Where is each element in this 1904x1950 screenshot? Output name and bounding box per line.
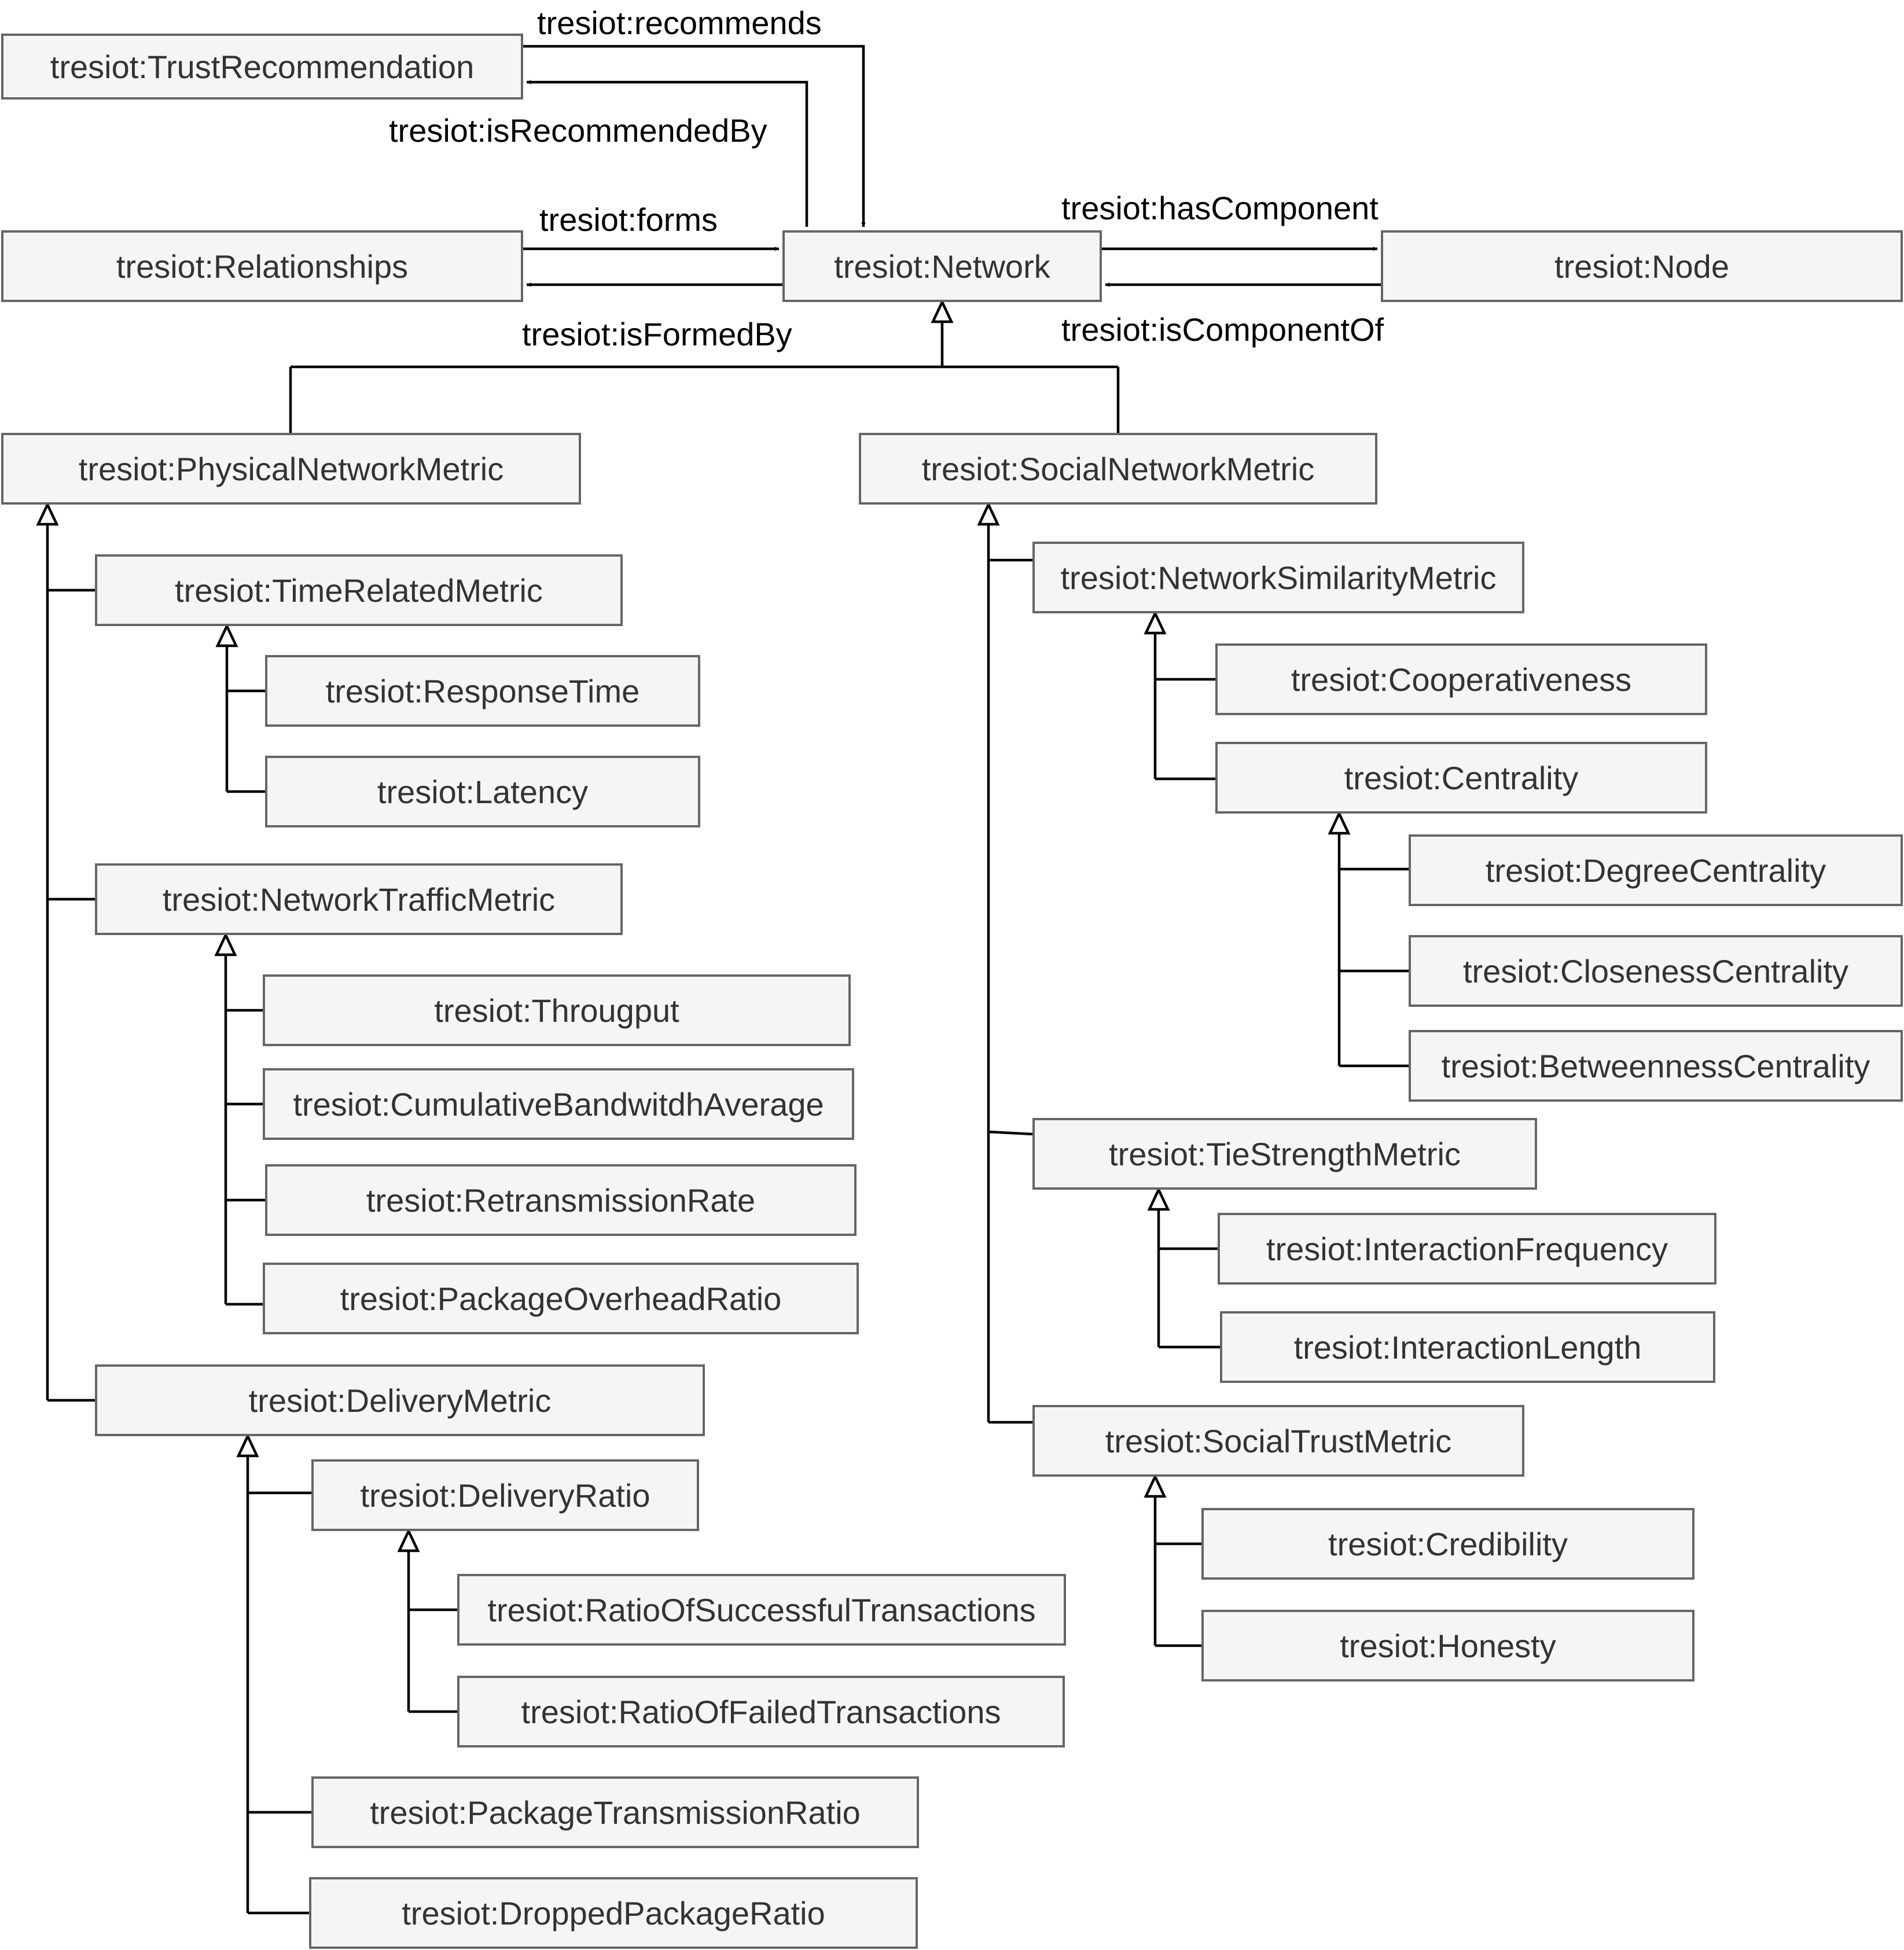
- arrow-is-recommended-by: [527, 80, 808, 227]
- class-retransmission-rate: tresiot:RetransmissionRate: [265, 1164, 857, 1236]
- class-network: tresiot:Network: [782, 230, 1102, 302]
- class-social-trust-metric: tresiot:SocialTrustMetric: [1032, 1405, 1524, 1477]
- class-honesty: tresiot:Honesty: [1201, 1610, 1695, 1682]
- class-time-related-metric: tresiot:TimeRelatedMetric: [95, 554, 623, 626]
- inheritance-triangle: [1147, 1186, 1170, 1211]
- inheritance-triangle: [1144, 1473, 1167, 1498]
- inheritance-triangle: [977, 501, 1000, 526]
- inheritance-triangle: [1144, 610, 1167, 635]
- class-latency: tresiot:Latency: [265, 756, 700, 827]
- inheritance-triangle: [214, 932, 237, 956]
- class-trust-recommendation: tresiot:TrustRecommendation: [1, 34, 523, 100]
- inheritance-triangle: [397, 1528, 420, 1552]
- class-centrality: tresiot:Centrality: [1215, 742, 1707, 814]
- class-response-time: tresiot:ResponseTime: [265, 655, 700, 727]
- class-ratio-of-successful-transactions: tresiot:RatioOfSuccessfulTransactions: [457, 1574, 1066, 1646]
- class-tie-strength-metric: tresiot:TieStrengthMetric: [1032, 1118, 1537, 1190]
- label-is-formed-by: tresiot:isFormedBy: [522, 316, 792, 352]
- class-relationships: tresiot:Relationships: [1, 230, 523, 302]
- class-delivery-metric: tresiot:DeliveryMetric: [95, 1364, 705, 1436]
- connector-line: [988, 1130, 1033, 1136]
- class-package-transmission-ratio: tresiot:PackageTransmissionRatio: [311, 1776, 919, 1848]
- class-closeness-centrality: tresiot:ClosenessCentrality: [1409, 935, 1903, 1007]
- class-cooperativeness: tresiot:Cooperativeness: [1215, 643, 1707, 715]
- label-recommends: tresiot:recommends: [537, 5, 822, 41]
- connector-lines: [46, 322, 1409, 1915]
- inheritance-triangle: [215, 623, 238, 647]
- inheritance-triangle: [931, 299, 954, 323]
- class-physical-network-metric: tresiot:PhysicalNetworkMetric: [1, 433, 581, 505]
- class-interaction-length: tresiot:InteractionLength: [1220, 1311, 1715, 1383]
- class-credibility: tresiot:Credibility: [1201, 1508, 1695, 1580]
- inheritance-triangle: [1328, 810, 1351, 835]
- label-is-component-of: tresiot:isComponentOf: [1061, 311, 1384, 348]
- inheritance-triangles: [36, 299, 1351, 1552]
- class-degree-centrality: tresiot:DegreeCentrality: [1409, 834, 1903, 906]
- label-forms: tresiot:forms: [539, 201, 718, 238]
- class-dropped-package-ratio: tresiot:DroppedPackageRatio: [309, 1877, 918, 1949]
- inheritance-triangle: [36, 501, 59, 526]
- label-has-component: tresiot:hasComponent: [1061, 190, 1379, 226]
- class-package-overhead-ratio: tresiot:PackageOverheadRatio: [263, 1263, 859, 1334]
- class-interaction-frequency: tresiot:InteractionFrequency: [1218, 1213, 1716, 1285]
- arrow-recommends: [523, 45, 866, 227]
- class-cumulative-bandwidth-average: tresiot:CumulativeBandwitdhAverage: [263, 1068, 854, 1140]
- class-node: tresiot:Node: [1381, 230, 1903, 302]
- class-ratio-of-failed-transactions: tresiot:RatioOfFailedTransactions: [457, 1676, 1065, 1747]
- class-social-network-metric: tresiot:SocialNetworkMetric: [859, 433, 1377, 505]
- class-delivery-ratio: tresiot:DeliveryRatio: [311, 1459, 699, 1531]
- class-network-traffic-metric: tresiot:NetworkTrafficMetric: [95, 863, 623, 935]
- class-betweenness-centrality: tresiot:BetweennessCentrality: [1409, 1030, 1903, 1102]
- class-network-similarity-metric: tresiot:NetworkSimilarityMetric: [1032, 542, 1524, 613]
- inheritance-triangle: [236, 1433, 259, 1458]
- class-througput: tresiot:Througput: [263, 974, 851, 1046]
- label-is-recommended-by: tresiot:isRecommendedBy: [389, 112, 767, 149]
- relation-arrows: [523, 45, 1381, 287]
